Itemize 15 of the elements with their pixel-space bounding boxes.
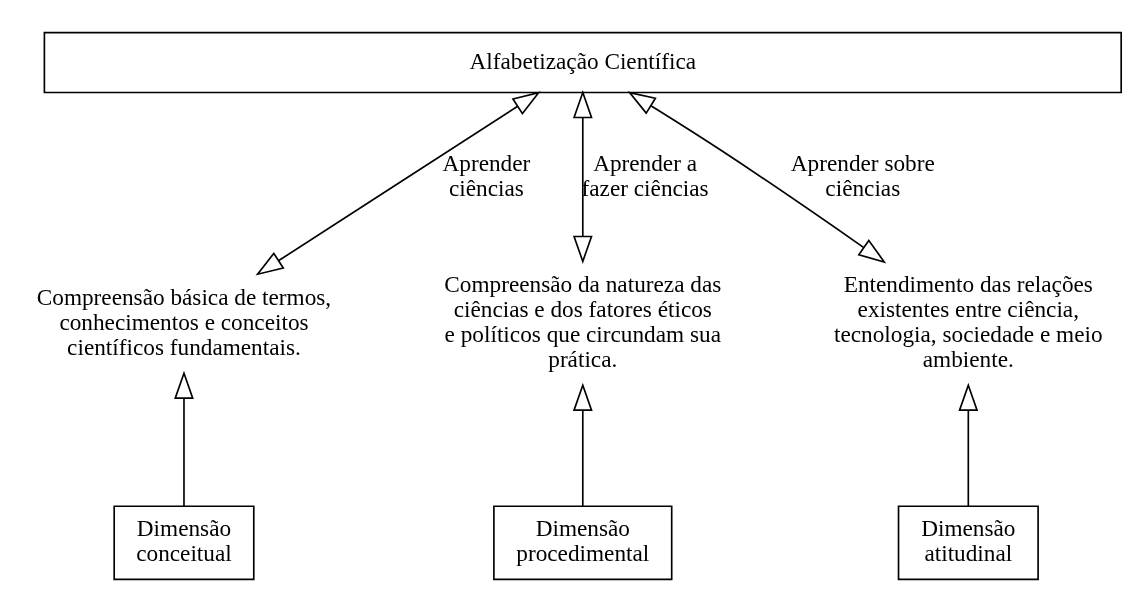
node-box: Alfabetização Científica <box>43 31 1122 94</box>
edge-label: Aprender ciências <box>442 149 531 201</box>
edge-label: Aprender sobre ciências <box>790 149 935 201</box>
arrow <box>627 91 887 264</box>
arrow <box>958 382 979 507</box>
arrow <box>255 91 541 276</box>
node-text: Compreensão básica de termos, conhecimentos e conceitos científicos fundamentais. <box>36 283 332 360</box>
arrow <box>572 382 593 507</box>
node-box: Dimensão procedimental <box>493 505 673 581</box>
arrow <box>174 370 194 507</box>
node-text: Compreensão da natureza das ciências e dos fatores éticos e políticos que circundam sua prática. <box>444 271 722 372</box>
node-box: Dimensão atitudinal <box>897 505 1039 581</box>
node-text: Entendimento das relações existentes entre ciência, tecnologia, sociedade e meio ambiente. <box>834 271 1103 372</box>
node-box: Dimensão conceitual <box>113 505 255 581</box>
arrow <box>572 90 593 264</box>
